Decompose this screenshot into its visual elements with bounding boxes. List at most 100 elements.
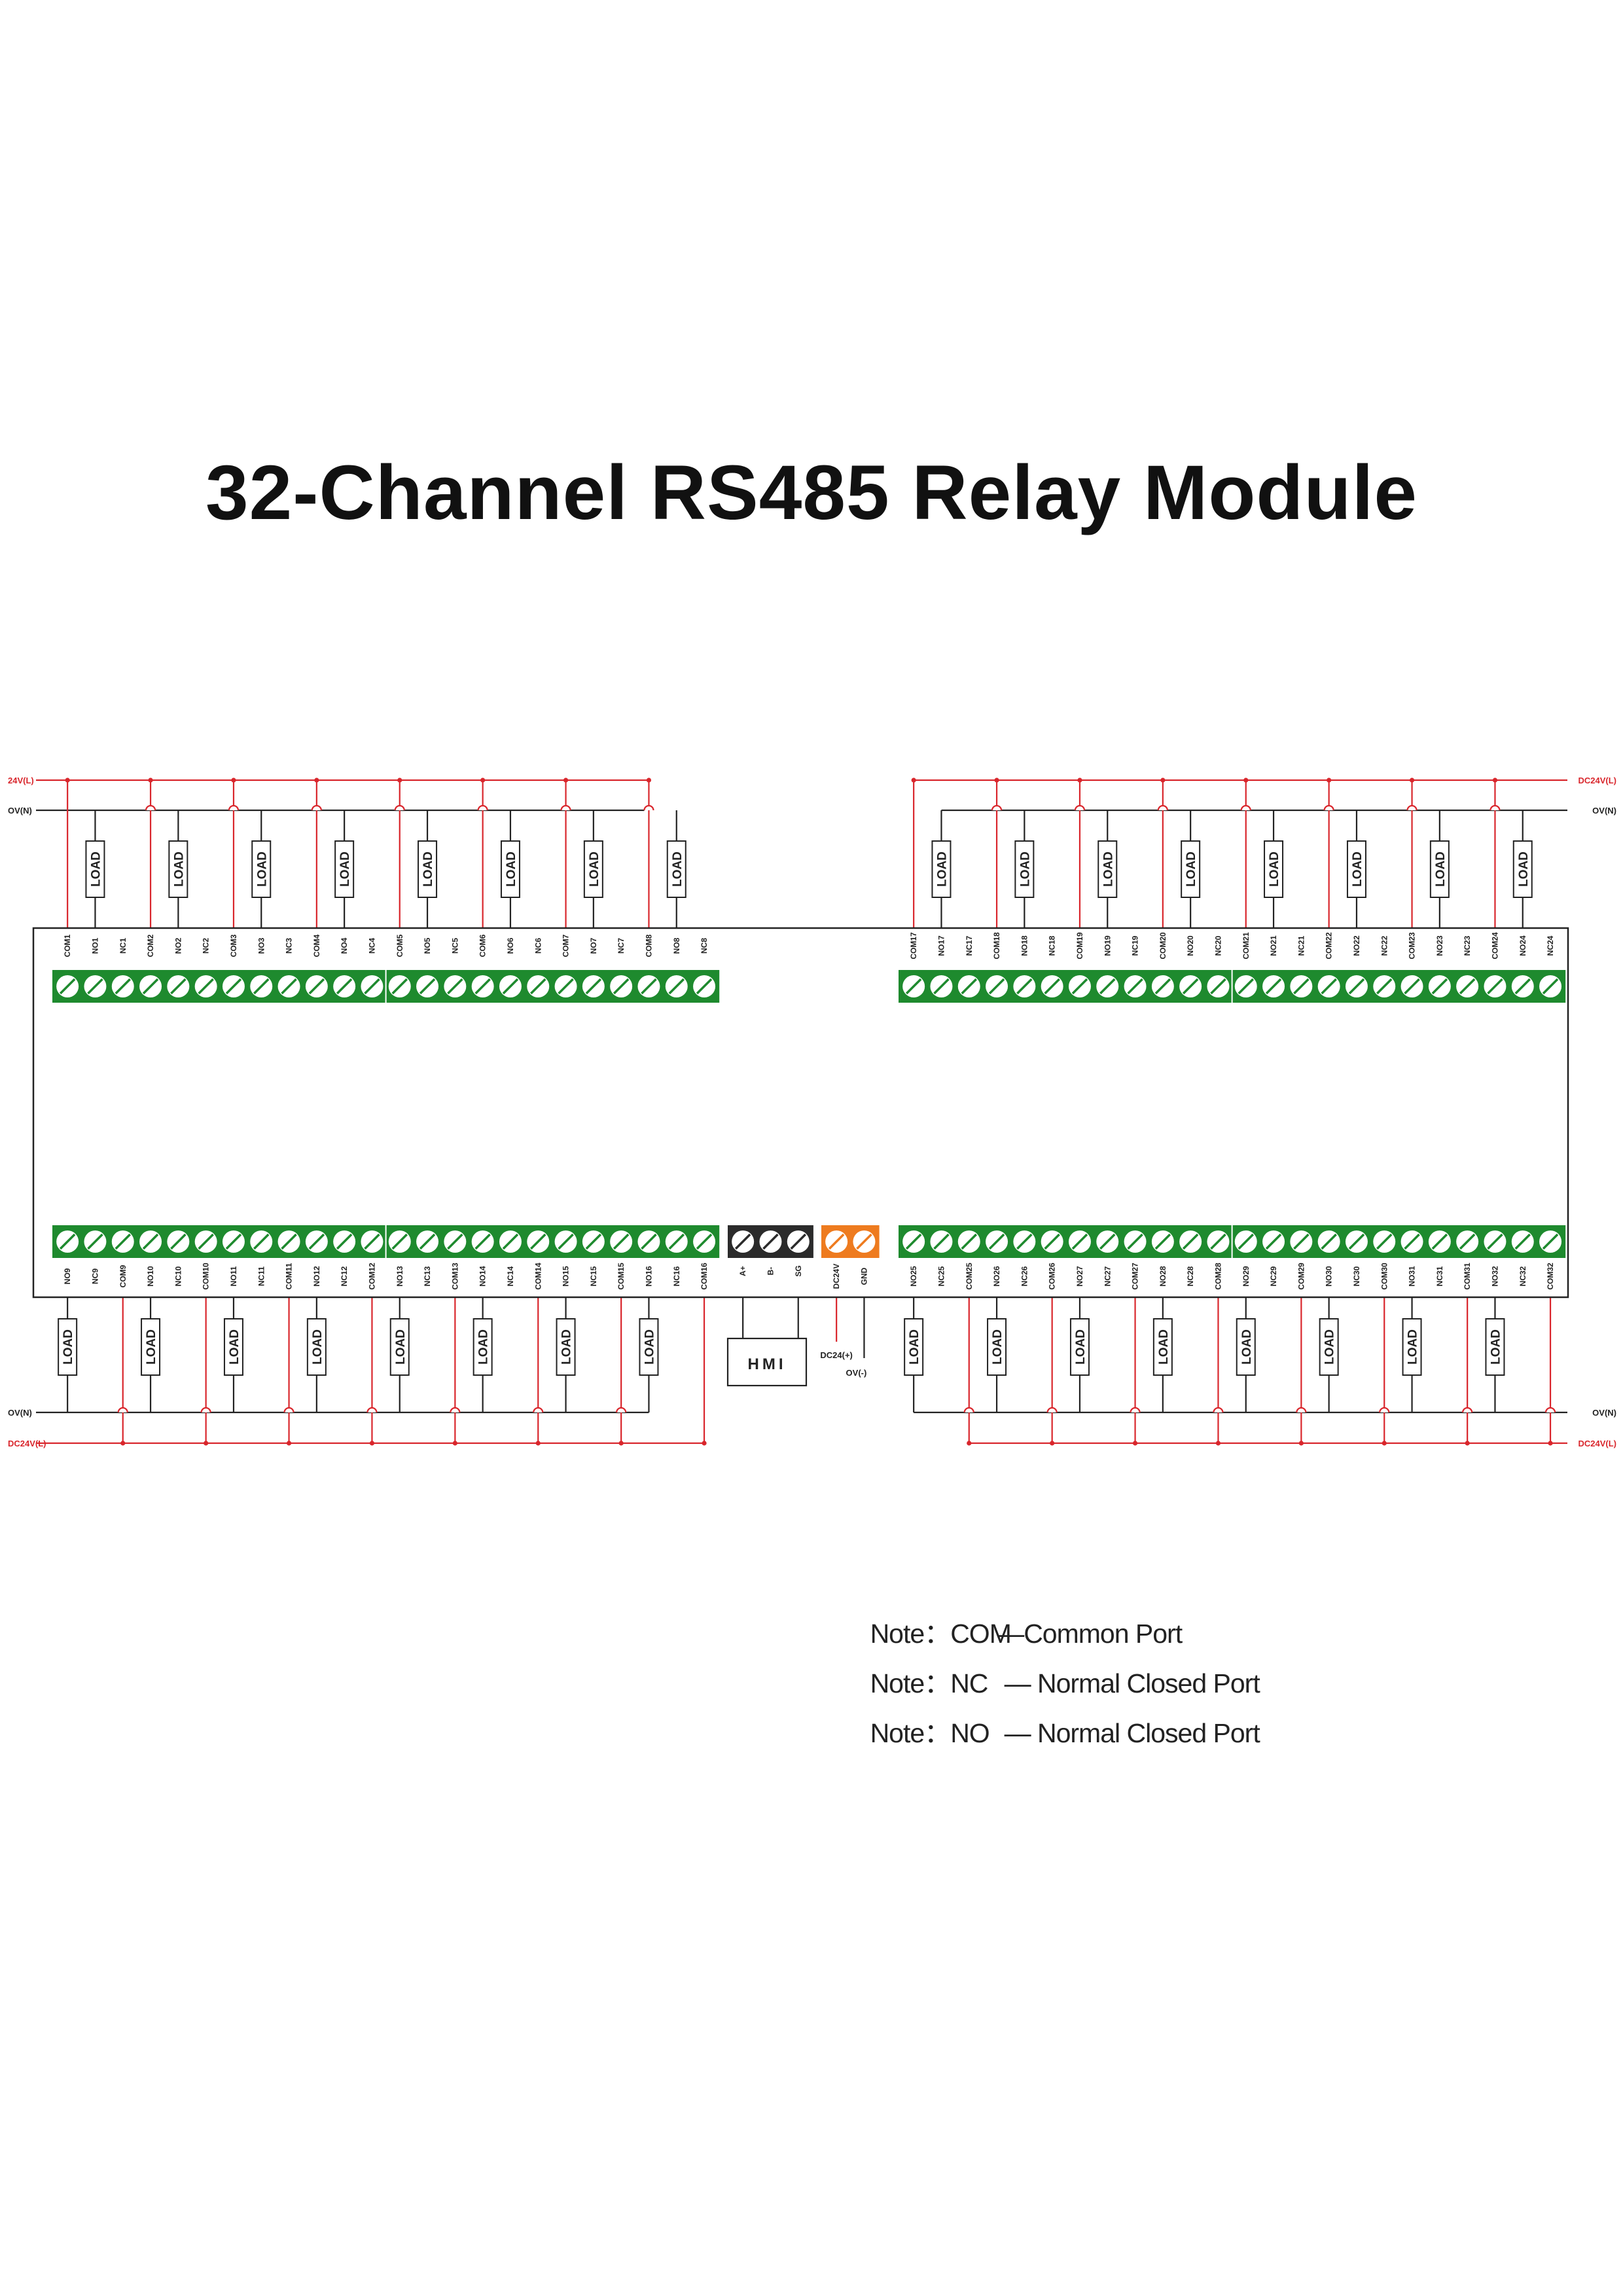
pin-label: COM20	[1158, 932, 1168, 960]
rail-label-top-left-neutral: OV(N)	[8, 806, 32, 816]
power-pin-label: GND	[859, 1267, 868, 1285]
note-key: NO	[950, 1718, 990, 1748]
load-box	[389, 1318, 410, 1376]
terminal-screw-slot	[59, 1233, 76, 1250]
pin-label: NO11	[229, 1266, 238, 1286]
load-box	[473, 1318, 493, 1376]
junction	[1465, 1441, 1470, 1446]
load-label: LOAD	[935, 852, 949, 887]
load-box	[1346, 840, 1366, 898]
terminal-screw-slot	[170, 978, 187, 995]
junction	[1298, 1441, 1304, 1446]
rail-label-bottom-right-supply: DC24V(L)	[1578, 1439, 1616, 1448]
wire-crossing	[1489, 804, 1501, 811]
pin-label: COM8	[644, 934, 653, 957]
terminal-screw-slot	[336, 978, 353, 995]
pin-label: COM6	[478, 934, 488, 957]
wire-crossing	[366, 1407, 378, 1413]
pin-label: NC26	[1020, 1266, 1029, 1286]
terminal-screw-slot	[1265, 978, 1282, 995]
terminal-screw-slot	[1514, 978, 1531, 995]
junction	[911, 778, 916, 783]
terminal-screw-slot	[198, 978, 214, 995]
terminal-screw-slot	[668, 1233, 685, 1250]
terminal-screw-slot	[1238, 978, 1254, 995]
terminal-screw-slot	[988, 1233, 1005, 1250]
junction	[65, 778, 70, 783]
load-box	[1014, 840, 1035, 898]
load-label: LOAD	[1157, 1329, 1171, 1365]
junction	[1243, 778, 1249, 783]
rail-label-top-right-supply: DC24V(L)	[1578, 776, 1616, 785]
pin-label: NC1	[118, 938, 128, 954]
pin-label: COM1	[63, 934, 72, 957]
pin-label: NO16	[644, 1266, 653, 1287]
pin-label: NO5	[423, 937, 432, 954]
terminal-screw-slot	[1293, 978, 1310, 995]
pin-label: COM23	[1408, 932, 1417, 960]
terminal-screw-slot	[1127, 1233, 1143, 1250]
wire-crossing	[1296, 1407, 1307, 1413]
terminal-screw-slot	[1542, 1233, 1559, 1250]
load-box	[987, 1318, 1007, 1376]
terminal-screw-slot	[225, 978, 242, 995]
pin-label: NO32	[1490, 1266, 1499, 1287]
terminal-screw-slot	[1348, 978, 1365, 995]
pin-label: COM14	[533, 1263, 543, 1290]
load-label: LOAD	[1517, 852, 1531, 887]
terminal-screw-slot	[1099, 978, 1116, 995]
wire-crossing	[228, 804, 240, 811]
load-label: LOAD	[1489, 1329, 1503, 1365]
terminal-screw-slot	[502, 1233, 519, 1250]
terminal-screw-slot	[1376, 978, 1393, 995]
terminal-screw-slot	[1154, 978, 1171, 995]
terminal-screw-slot	[1487, 1233, 1503, 1250]
terminal-screw-slot	[668, 978, 685, 995]
junction	[1492, 778, 1498, 783]
pin-label: COM7	[562, 934, 571, 957]
wire-crossing	[200, 1407, 211, 1413]
pin-label: NO28	[1158, 1266, 1168, 1287]
terminal-screw-slot	[988, 978, 1005, 995]
wire-crossing	[1406, 804, 1418, 811]
rs485-pin-label: A+	[738, 1266, 747, 1276]
pin-label: NO6	[506, 937, 515, 954]
load-label: LOAD	[1406, 1329, 1420, 1365]
pin-label: NC11	[257, 1266, 266, 1286]
pin-label: NC24	[1546, 935, 1555, 956]
junction	[1050, 1441, 1055, 1446]
note-nc: Note：NC — Normal Closed Port	[843, 1630, 1260, 1698]
power-label-positive: DC24(+)	[820, 1350, 853, 1360]
load-label: LOAD	[1351, 852, 1364, 887]
terminal-screw-slot	[933, 1233, 950, 1250]
terminal-screw-slot	[1182, 978, 1199, 995]
terminal-screw-slot	[1293, 1233, 1310, 1250]
terminal-screw-slot	[281, 1233, 297, 1250]
terminal-screw-slot	[364, 1233, 380, 1250]
terminal-screw-slot	[585, 978, 602, 995]
load-box	[58, 1318, 78, 1376]
terminal-screw-slot	[856, 1233, 872, 1250]
load-box	[583, 840, 603, 898]
pin-label: COM24	[1490, 932, 1499, 960]
junction	[204, 1441, 209, 1446]
wire-crossing	[450, 1407, 461, 1413]
load-label: LOAD	[1185, 852, 1198, 887]
junction	[702, 1441, 707, 1446]
junction	[535, 1441, 541, 1446]
pin-label: NO24	[1518, 935, 1527, 956]
pin-label: NO30	[1325, 1266, 1334, 1287]
terminal-screw-slot	[391, 1233, 408, 1250]
pin-label: NC15	[589, 1266, 598, 1286]
pin-label: NO25	[909, 1266, 918, 1287]
load-box	[334, 840, 355, 898]
terminal-screw-slot	[115, 1233, 131, 1250]
load-box	[1264, 840, 1284, 898]
rail-label-bottom-right-neutral: OV(N)	[1592, 1408, 1616, 1418]
pin-label: NO2	[173, 937, 183, 954]
note-prefix: Note：	[870, 1718, 952, 1748]
wire-crossing	[1074, 804, 1086, 811]
terminal-screw-slot	[558, 978, 574, 995]
load-box	[168, 840, 188, 898]
